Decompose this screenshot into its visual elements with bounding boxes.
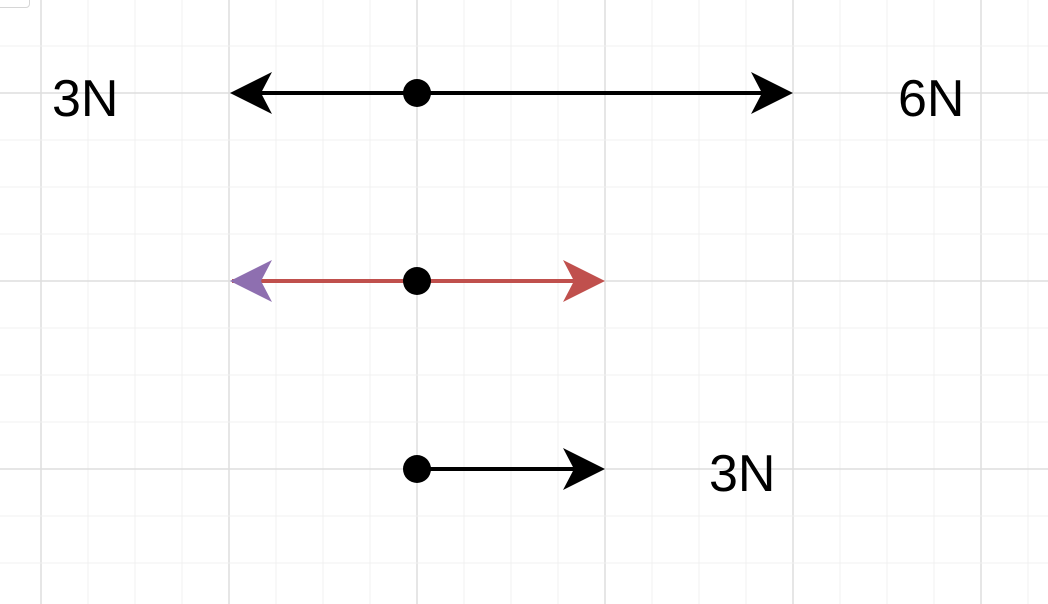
purple-arrowhead-left [230, 260, 272, 302]
arrowhead-resultant [563, 448, 605, 490]
label-resultant-force: 3N [709, 445, 776, 503]
body-point-1[interactable] [403, 79, 431, 107]
label-right-force: 6N [898, 70, 965, 128]
red-arrowhead-right [563, 260, 605, 302]
row-opposing-forces [230, 72, 793, 114]
label-left-force: 3N [52, 70, 119, 128]
arrowhead-right-6n [751, 72, 793, 114]
body-point-2[interactable] [403, 267, 431, 295]
canvas-corner-tab [0, 0, 30, 8]
arrowhead-left-3n [230, 72, 272, 114]
row-resultant-force [403, 448, 605, 490]
row-colored-forces [230, 260, 605, 302]
body-point-3[interactable] [403, 455, 431, 483]
